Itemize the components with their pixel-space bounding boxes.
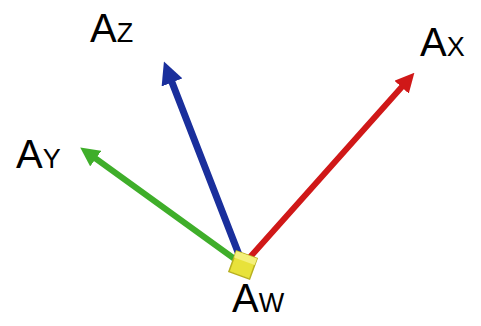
axis-label: AY [16,134,61,174]
z-axis-arrow [168,72,243,265]
axis-label: AZ [90,8,133,48]
x-axis-arrow [243,80,408,265]
axis-label: AX [420,22,465,62]
origin-cube [229,251,257,279]
axis-label: AW [232,278,284,318]
